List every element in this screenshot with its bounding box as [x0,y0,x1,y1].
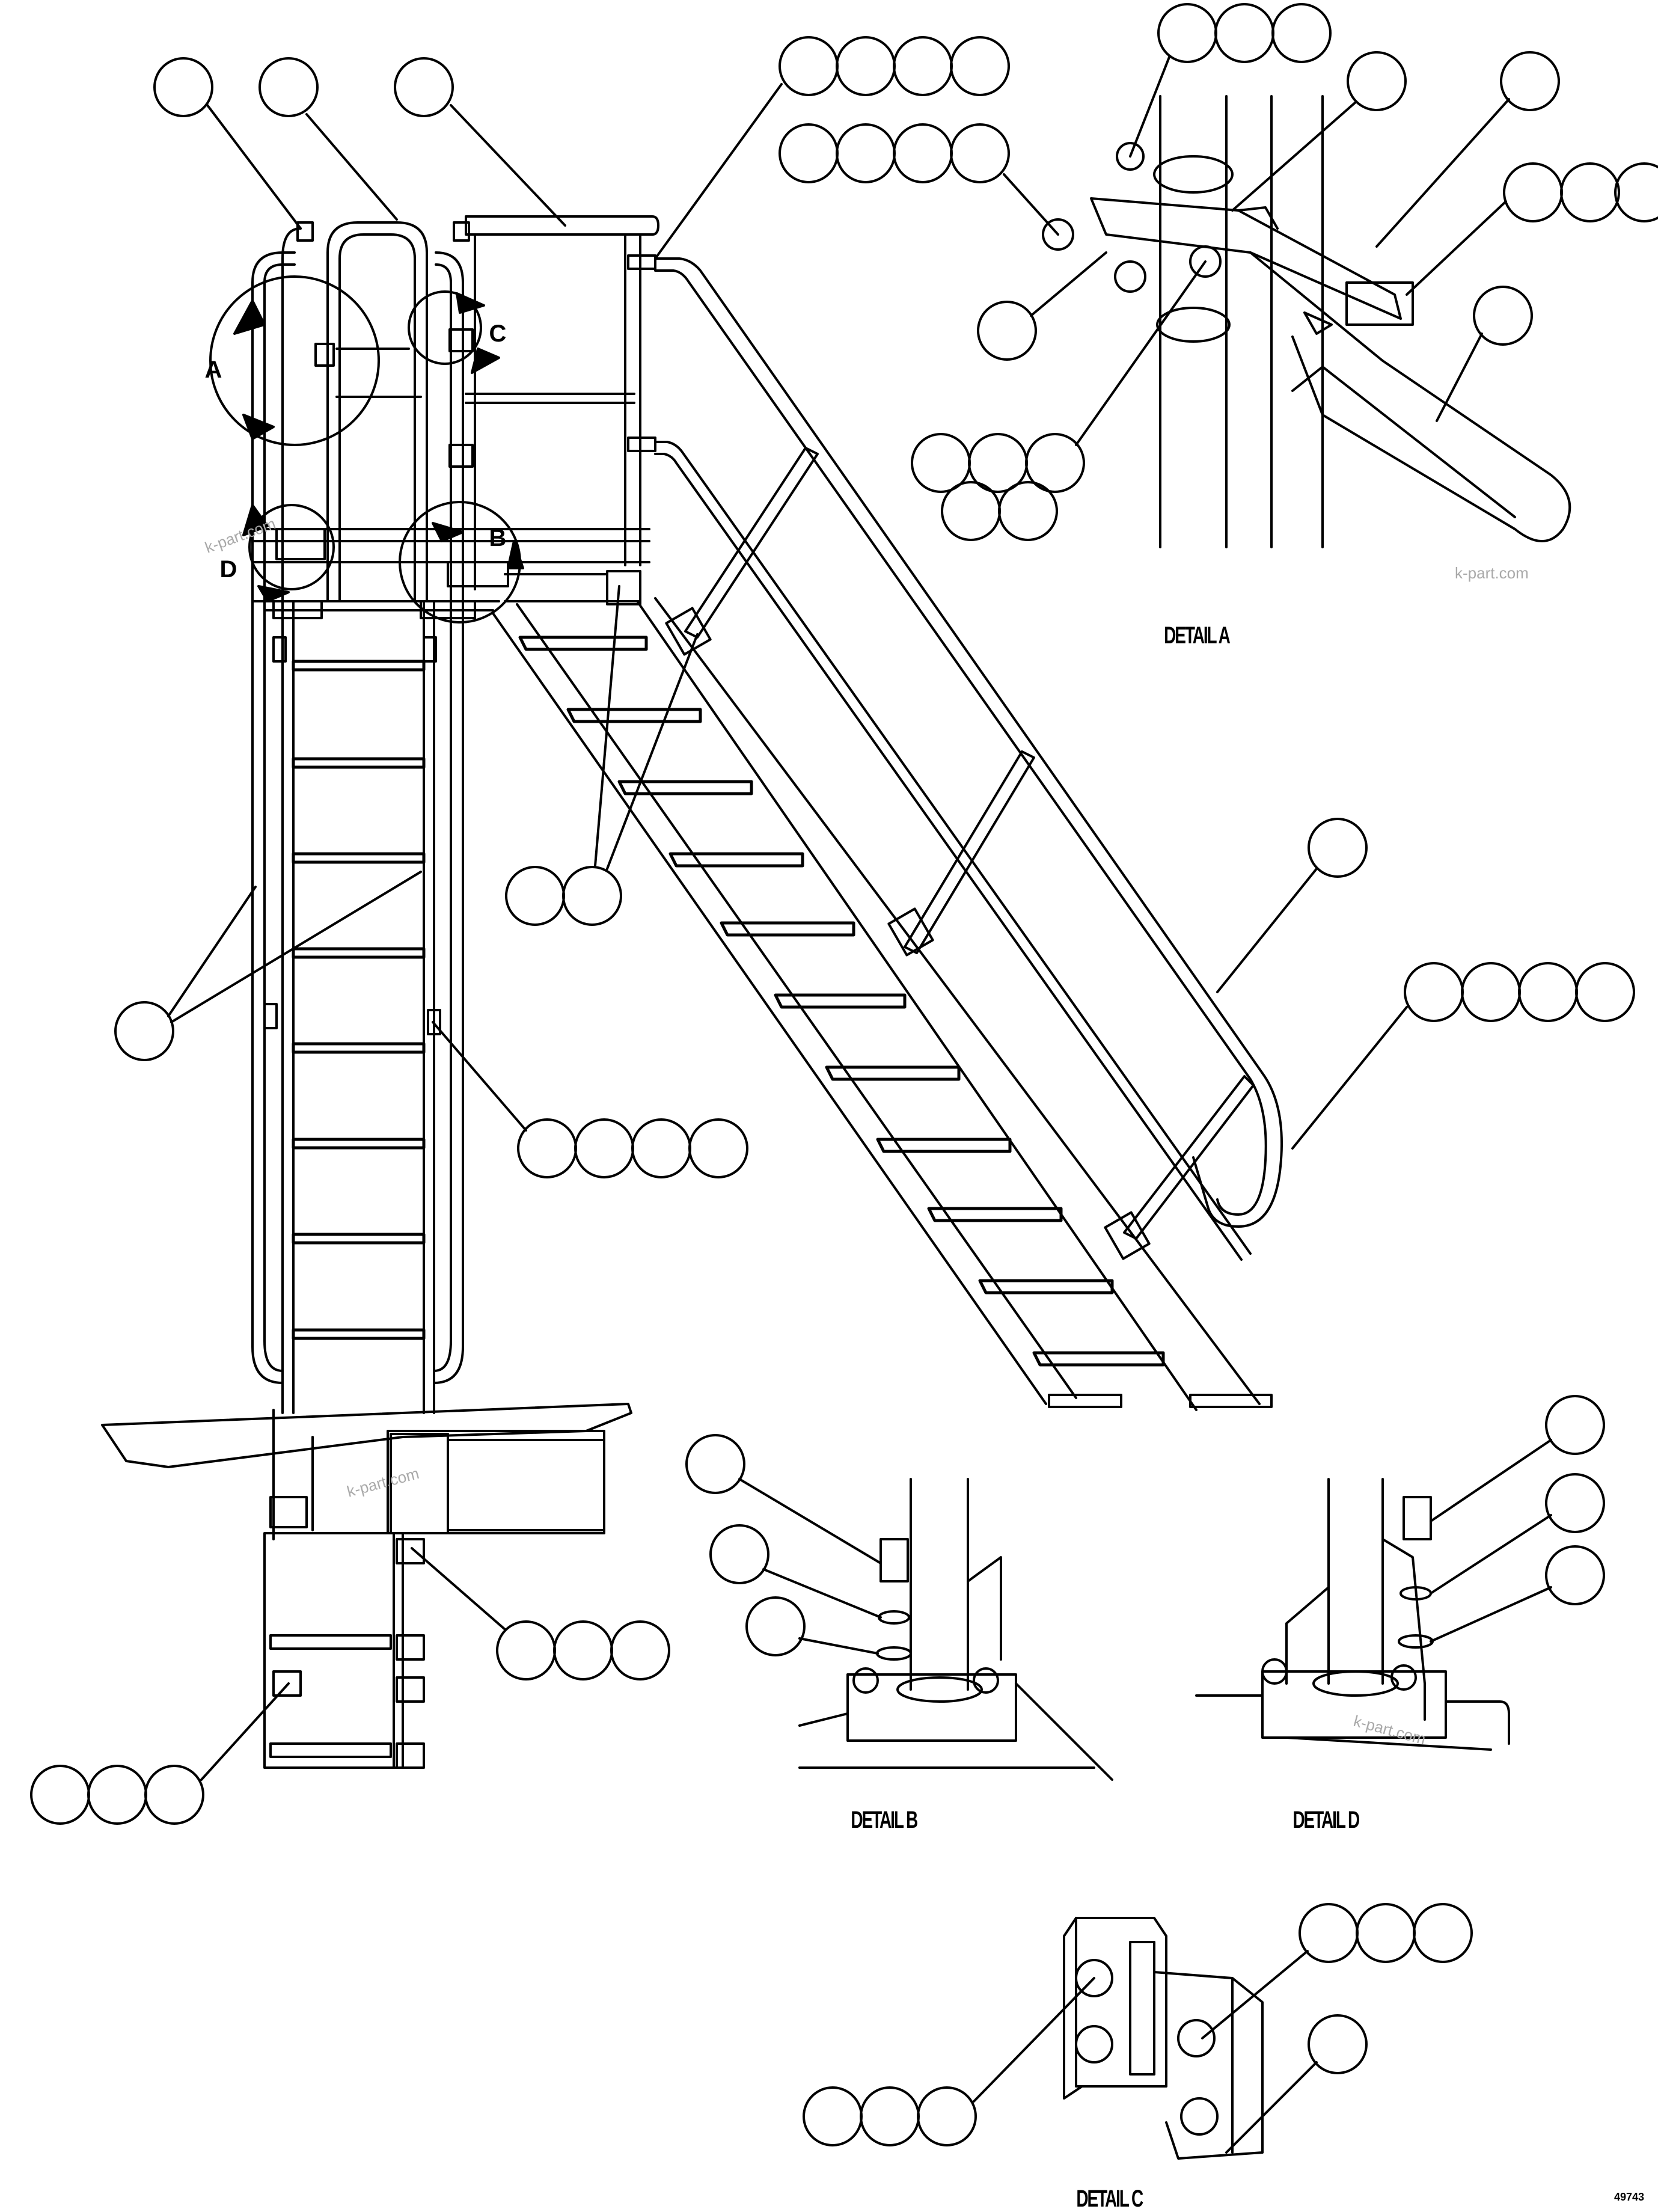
view-markers [209,275,524,623]
detail-c-illustration [1063,1917,1264,2160]
callouts [30,3,1658,2154]
detail-d-title: DETAIL D [1292,1807,1359,1833]
detail-c-title: DETAIL C [1076,2186,1143,2212]
vertical-ladder [251,221,650,1414]
detail-a-title: DETAIL A [1164,622,1231,649]
lower-deck [101,1403,632,1769]
view-marker-a: A [205,357,222,383]
detail-a-illustration [1042,95,1571,548]
detail-b-illustration [798,1478,1113,1781]
view-marker-b: B [489,525,507,551]
upper-platform [465,215,659,605]
watermark-1: k-part.com [203,514,278,556]
watermark-2: k-part.com [1455,564,1529,582]
view-marker-c: C [489,320,507,347]
watermark-3: k-part.com [345,1464,421,1501]
detail-b-title: DETAIL B [851,1807,917,1833]
view-marker-d: D [220,556,237,583]
detail-d-illustration [1195,1478,1510,1751]
corner-code: 49743 [1614,2191,1644,2203]
inclined-stairway [492,257,1283,1411]
